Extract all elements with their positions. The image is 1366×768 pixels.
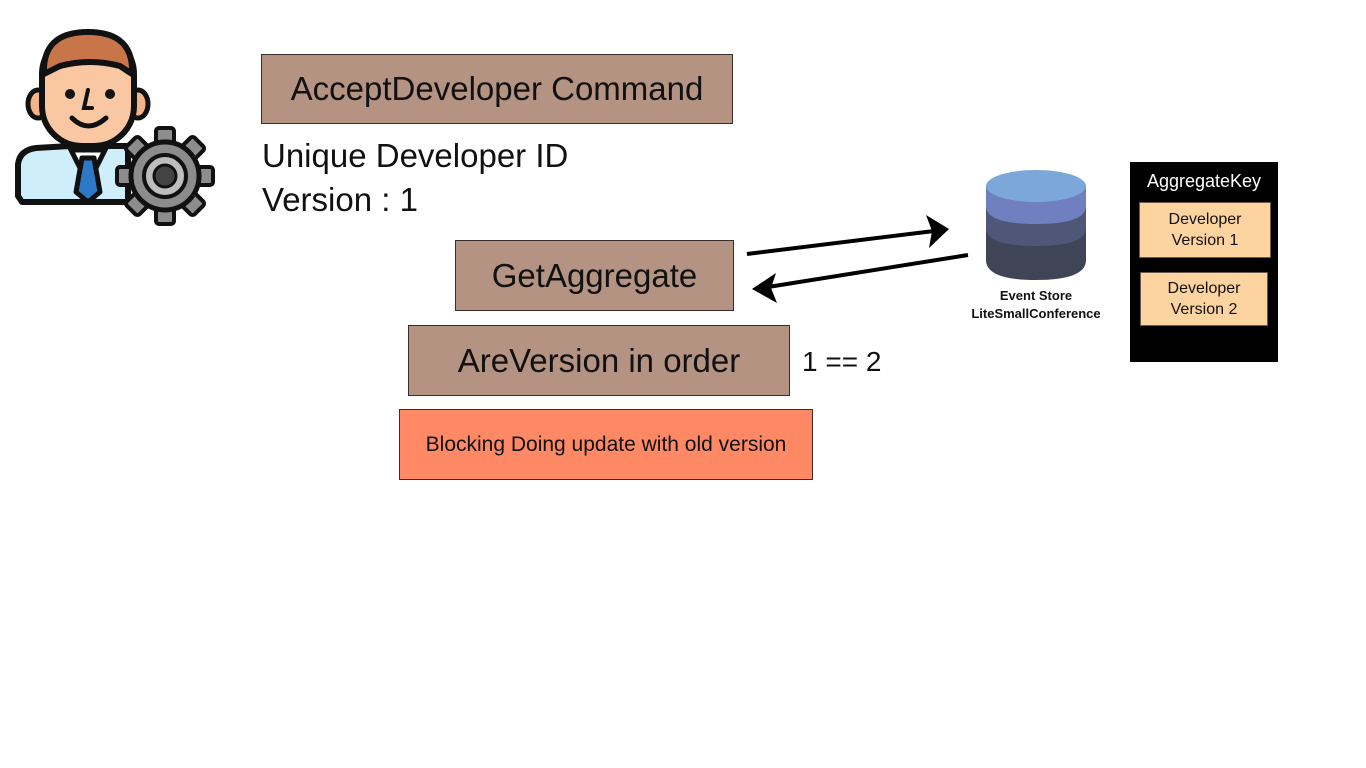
get-aggregate-label: GetAggregate xyxy=(491,256,698,294)
card-name: Developer xyxy=(1167,280,1241,297)
get-aggregate-box: GetAggregate xyxy=(455,240,734,311)
compare-label: 1 == 2 xyxy=(802,346,882,377)
event-store-label: Event Store LiteSmallConference xyxy=(950,287,1122,323)
command-label: AcceptDeveloper Command xyxy=(290,70,704,107)
blocking-label: Blocking Doing update with old version xyxy=(425,432,787,456)
database-icon xyxy=(986,170,1086,280)
developer-version-card: Developer Version 1 xyxy=(1139,202,1271,258)
version-label: Version : 1 xyxy=(262,181,418,218)
card-version: Version 2 xyxy=(1170,301,1238,318)
version-check-label: AreVersion in order xyxy=(457,341,741,379)
aggregate-key-title: AggregateKey xyxy=(1146,171,1262,191)
developer-version-card: Developer Version 2 xyxy=(1140,272,1268,326)
version-check-box: AreVersion in order xyxy=(408,325,790,396)
unique-id-label: Unique Developer ID xyxy=(262,137,569,174)
card-name: Developer xyxy=(1168,211,1242,228)
event-store-subtitle: LiteSmallConference xyxy=(971,306,1101,321)
developer-avatar-icon xyxy=(15,29,215,226)
blocking-box: Blocking Doing update with old version xyxy=(399,409,813,480)
card-version: Version 1 xyxy=(1171,232,1239,249)
event-store-title: Event Store xyxy=(999,288,1073,303)
aggregate-key-panel: AggregateKey Developer Version 1 Develop… xyxy=(1130,162,1278,362)
command-box: AcceptDeveloper Command xyxy=(261,54,733,124)
gear-icon xyxy=(115,126,215,226)
